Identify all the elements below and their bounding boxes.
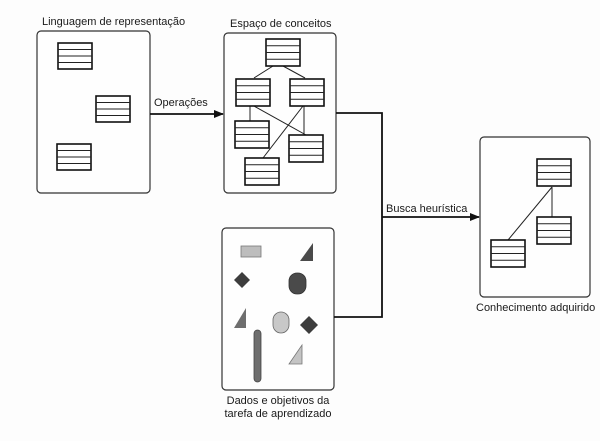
operations-label: Operações: [154, 97, 208, 109]
representation-language-label: Linguagem de representação: [42, 16, 185, 28]
record-icon: [265, 38, 301, 67]
triangle-shape: [288, 343, 303, 365]
record-icon: [57, 42, 93, 70]
training-data-panel: [221, 227, 335, 391]
knowledge-links: [507, 186, 553, 241]
heuristic-search-label: Busca heurística: [386, 203, 468, 215]
merge-connector: [334, 112, 383, 318]
record-icon: [288, 134, 324, 163]
triangle-shape: [234, 308, 246, 328]
concept-space-label: Espaço de conceitos: [230, 18, 332, 30]
training-data-label-line1: Dados e objetivos da: [227, 395, 331, 407]
record-icon: [536, 158, 572, 187]
triangle-shape: [300, 243, 313, 261]
record-icon: [234, 120, 270, 149]
oval-shape: [288, 272, 307, 295]
acquired-knowledge-label: Conhecimento adquirido: [476, 302, 595, 314]
representation-language-panel: [36, 30, 151, 194]
oval-shape: [272, 311, 290, 334]
record-icon: [95, 95, 131, 123]
training-data-label-line2: tarefa de aprendizado: [224, 408, 331, 420]
record-icon: [244, 157, 280, 186]
diamond-shape: [300, 316, 318, 334]
concept-links: [249, 65, 307, 159]
record-icon: [289, 78, 325, 107]
record-icon: [235, 78, 271, 107]
record-icon: [490, 239, 526, 268]
record-icon: [536, 216, 572, 245]
diamond-shape: [234, 272, 250, 288]
acquired-knowledge-panel: [479, 136, 591, 298]
record-icon: [56, 143, 92, 171]
bar-shape: [253, 329, 262, 383]
rectangle-shape: [240, 245, 262, 258]
